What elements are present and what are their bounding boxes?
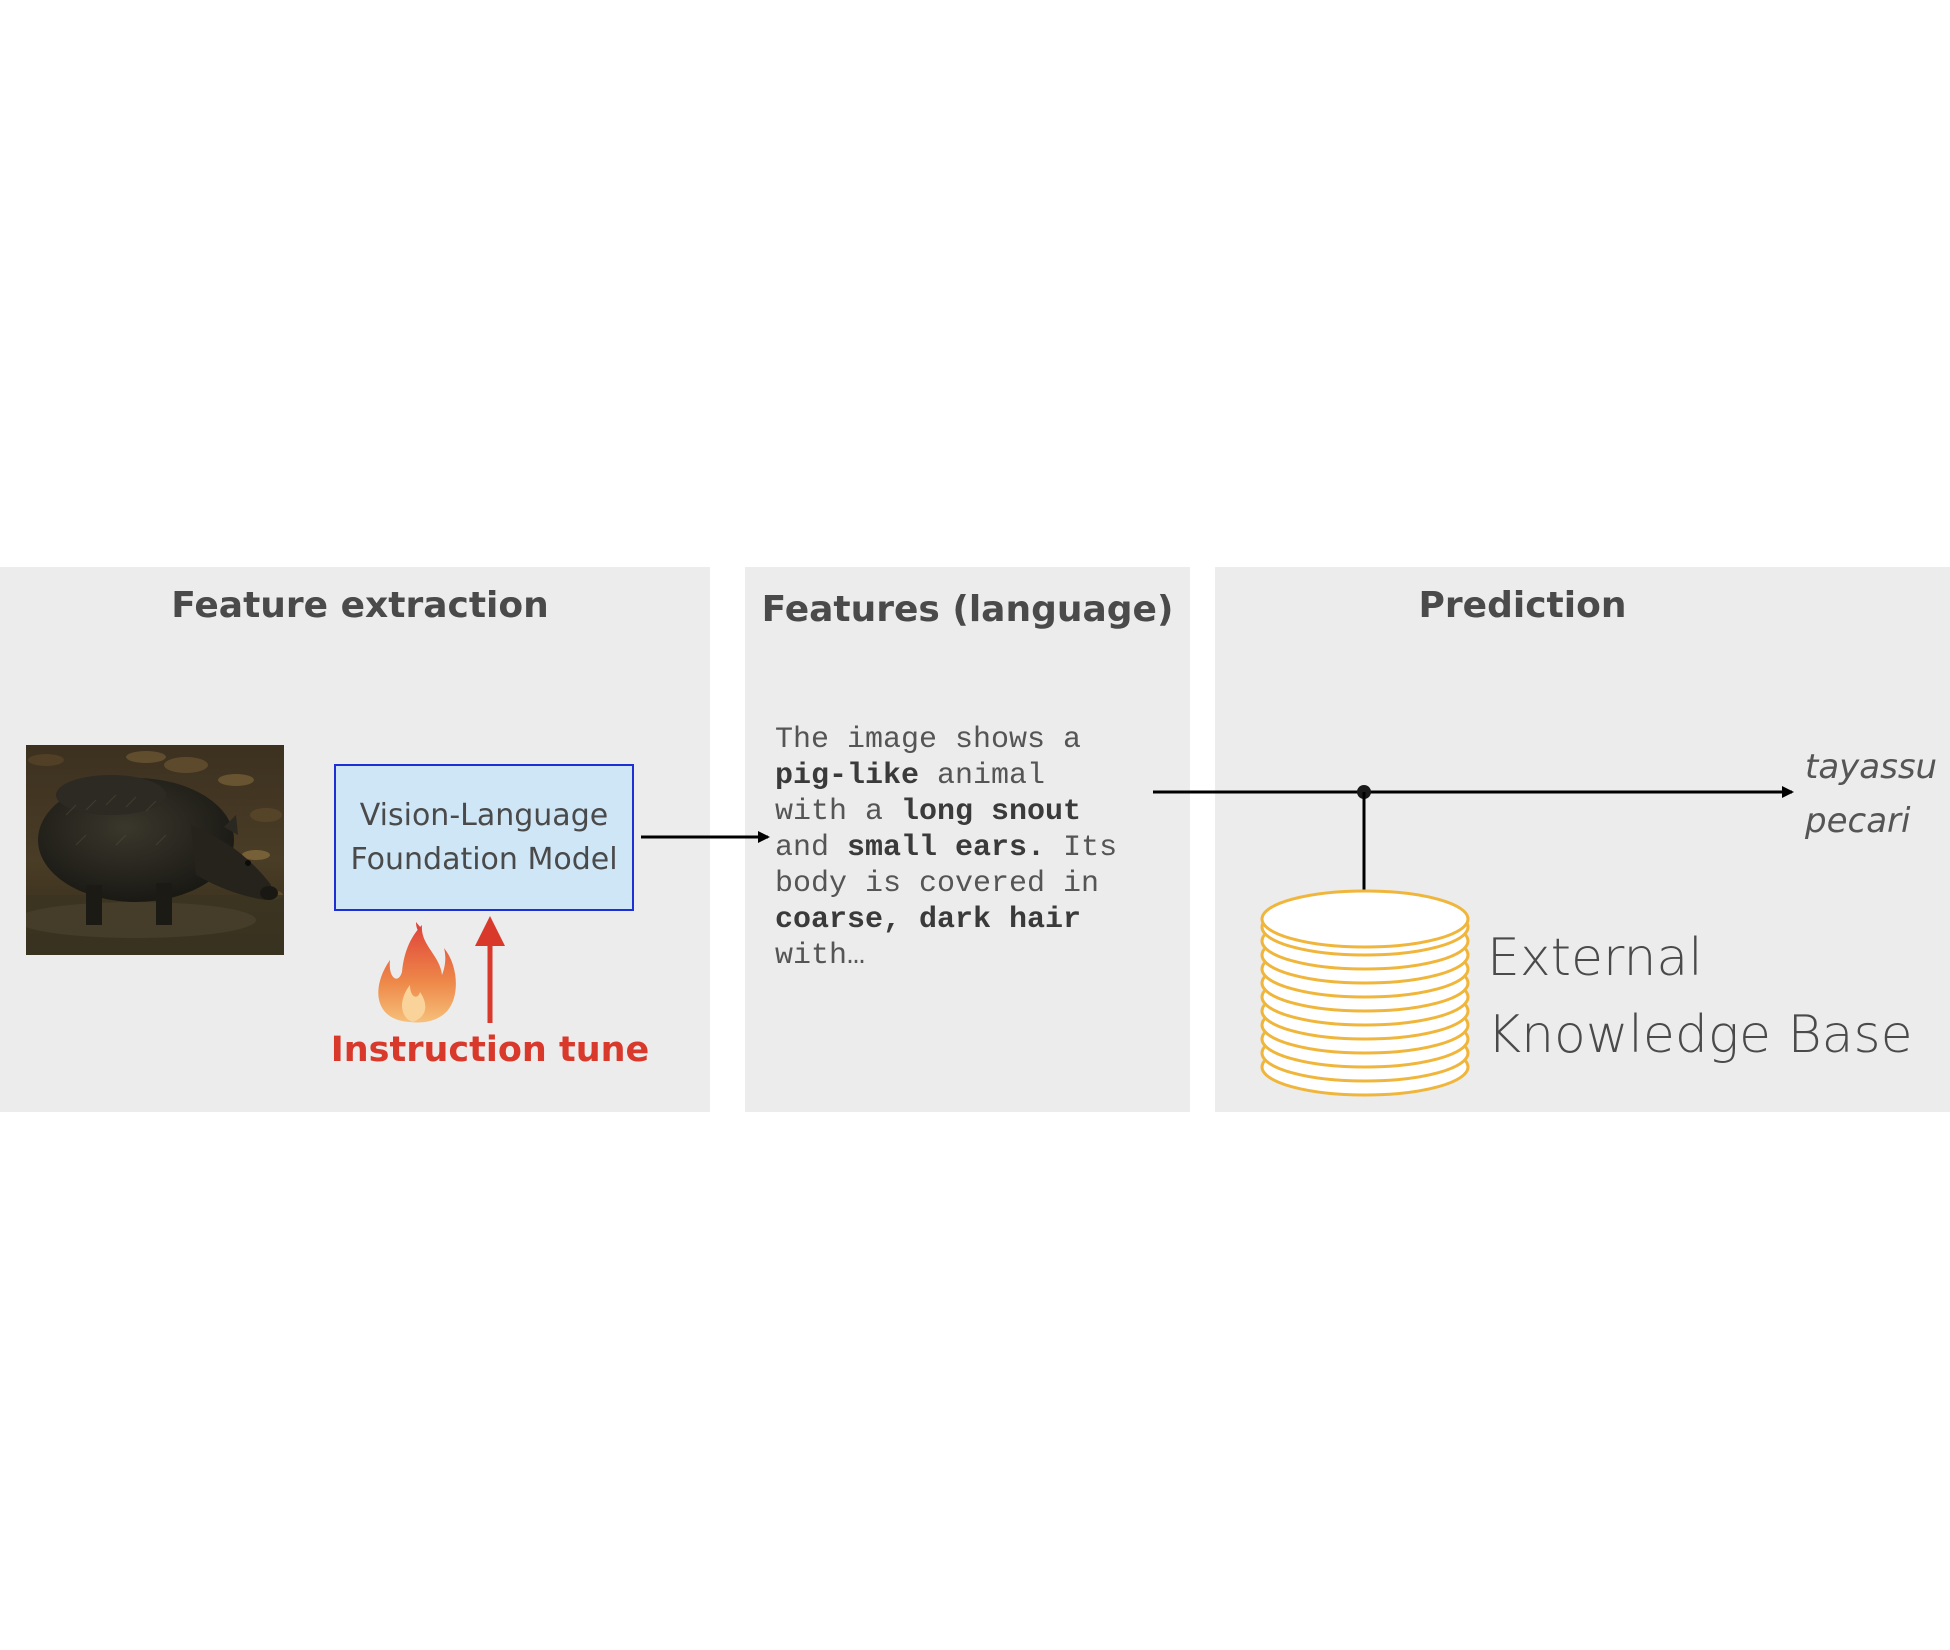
knowledge-base-line1: External [1487,928,1703,988]
prediction-output: tayassu pecari [1805,740,1937,848]
animal-photo-drawing [26,745,284,955]
features-text-part: The image shows a [775,723,1082,757]
panel-title-features-language: Features (language) [761,589,1174,630]
features-text-bold: coarse, dark hair [775,903,1082,937]
knowledge-base-label: External Knowledge Base [1487,920,1913,1074]
features-text: The image shows a pig-like animal with a… [775,722,1175,974]
vision-language-model-box: Vision-Language Foundation Model [334,764,634,911]
panel-title-feature-extraction: Feature extraction [171,585,549,626]
panel-features-language: Features (language) [745,567,1190,1112]
features-text-part: with… [775,939,866,973]
prediction-genus: tayassu [1805,747,1938,787]
knowledge-base-line2: Knowledge Base [1487,1005,1913,1065]
features-text-part: Its body is covered in [775,831,1118,901]
features-text-bold: small ears. [847,831,1046,865]
features-text-part: animal with a [775,759,1046,829]
model-label-line1: Vision-Language [359,797,609,833]
model-label-line2: Foundation Model [350,841,618,877]
database-icon [1260,889,1470,1097]
panel-title-prediction: Prediction [1418,585,1627,626]
features-text-bold: long snout [901,795,1082,829]
features-text-bold: pig-like [775,759,920,793]
features-text-part: and [775,831,830,865]
flame-icon [378,922,456,1023]
prediction-species: pecari [1805,801,1911,841]
animal-photo [26,745,284,955]
instruction-tune-label: Instruction tune [330,1030,650,1070]
